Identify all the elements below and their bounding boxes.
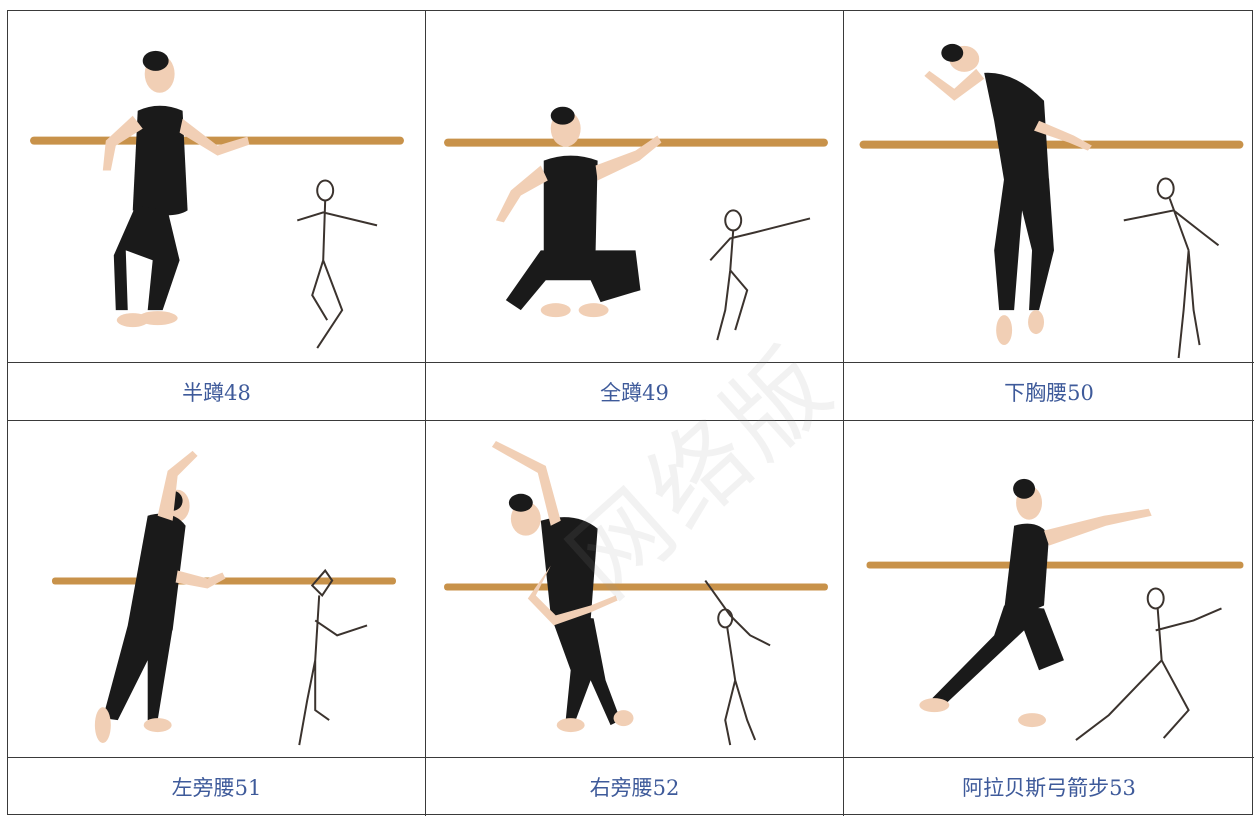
ballet-barre	[859, 140, 1244, 149]
stick-figure-sketch	[704, 579, 771, 746]
pose-photo-right-side-bend	[426, 421, 844, 758]
pose-caption: 右旁腰52	[426, 758, 844, 816]
stick-figure-sketch	[1123, 177, 1220, 359]
pose-photo-half-squat	[8, 11, 426, 363]
ballet-barre	[444, 583, 828, 591]
dancer-figure	[491, 440, 634, 733]
pose-table: 半蹲48 全蹲49 下胸腰50	[7, 10, 1254, 816]
ballet-barre	[30, 136, 404, 145]
stick-figure-sketch	[1075, 587, 1222, 741]
dancer-figure	[94, 450, 226, 744]
pose-caption: 半蹲48	[8, 363, 426, 421]
pose-photo-arabesque-lunge	[844, 421, 1254, 758]
pose-caption: 全蹲49	[426, 363, 844, 421]
pose-photo-full-squat	[426, 11, 844, 363]
ballet-barre	[444, 138, 828, 147]
stick-figure-sketch	[298, 568, 368, 746]
dancer-figure	[102, 50, 250, 328]
stick-figure-sketch	[709, 209, 811, 341]
dancer-figure	[919, 478, 1152, 728]
dancer-figure	[495, 106, 662, 318]
pose-caption: 阿拉贝斯弓箭步53	[962, 776, 1136, 800]
stick-figure-sketch	[296, 179, 378, 349]
pose-caption: 左旁腰51	[8, 758, 426, 816]
pose-photo-chest-bend	[844, 11, 1254, 363]
pose-caption: 下胸腰50	[844, 363, 1254, 421]
dancer-figure	[924, 43, 1092, 346]
ballet-barre	[866, 561, 1244, 569]
pose-photo-left-side-bend	[8, 421, 426, 758]
